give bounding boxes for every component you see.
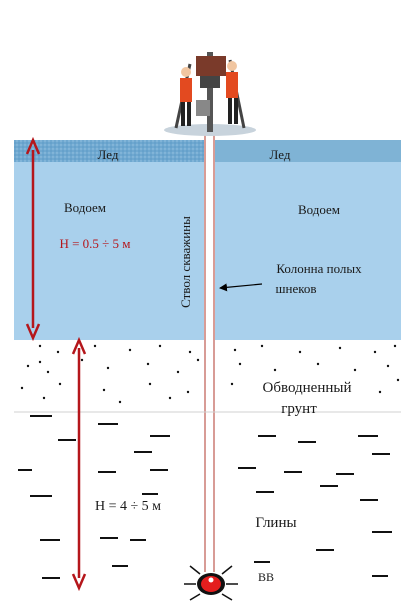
soil-label-line1: Обводненный xyxy=(263,380,352,396)
ice-layer-right xyxy=(215,140,401,162)
saturated-soil-dots xyxy=(20,344,400,404)
column-label-line2: шнеков xyxy=(275,281,316,296)
ice-layer-left xyxy=(14,140,204,162)
water-layer-left xyxy=(14,162,204,340)
water-depth-arrow xyxy=(25,136,41,342)
drilling-rig-icon xyxy=(164,52,256,136)
soil-depth-arrow xyxy=(71,336,87,592)
water-label-right: Водоем xyxy=(298,202,340,217)
soil-label-line2: грунт xyxy=(281,401,317,417)
clay-dashes xyxy=(18,415,392,579)
borehole-label: Ствол скважины xyxy=(178,216,193,308)
explosive-charge-icon xyxy=(184,565,238,601)
water-depth-label: H = 0.5 ÷ 5 м xyxy=(59,236,130,251)
water-layer-right xyxy=(215,162,401,340)
ice-label-right: Лед xyxy=(270,147,291,162)
water-label-left: Водоем xyxy=(64,200,106,215)
clay-label: Глины xyxy=(255,515,296,531)
column-label-line1: Колонна полых xyxy=(276,261,362,276)
ice-label-left: Лед xyxy=(98,147,119,162)
explosive-label: ВВ xyxy=(258,570,274,584)
borehole-shaft xyxy=(204,135,215,575)
column-pointer-arrow xyxy=(219,283,263,292)
soil-depth-label: H = 4 ÷ 5 м xyxy=(95,499,161,514)
